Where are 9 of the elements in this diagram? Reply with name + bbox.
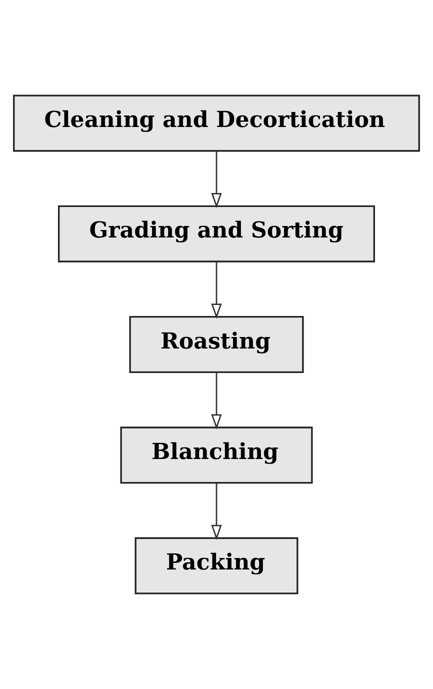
node-box: Roasting: [129, 316, 304, 373]
node-box: Grading and Sorting: [58, 205, 375, 262]
node-box: Packing: [134, 537, 298, 594]
node-box: Blanching: [120, 426, 313, 484]
arrow: [211, 151, 222, 208]
arrow: [211, 483, 222, 540]
arrow: [211, 372, 222, 430]
arrow: [211, 262, 222, 319]
node-box: Cleaning and Decortication: [13, 94, 420, 152]
